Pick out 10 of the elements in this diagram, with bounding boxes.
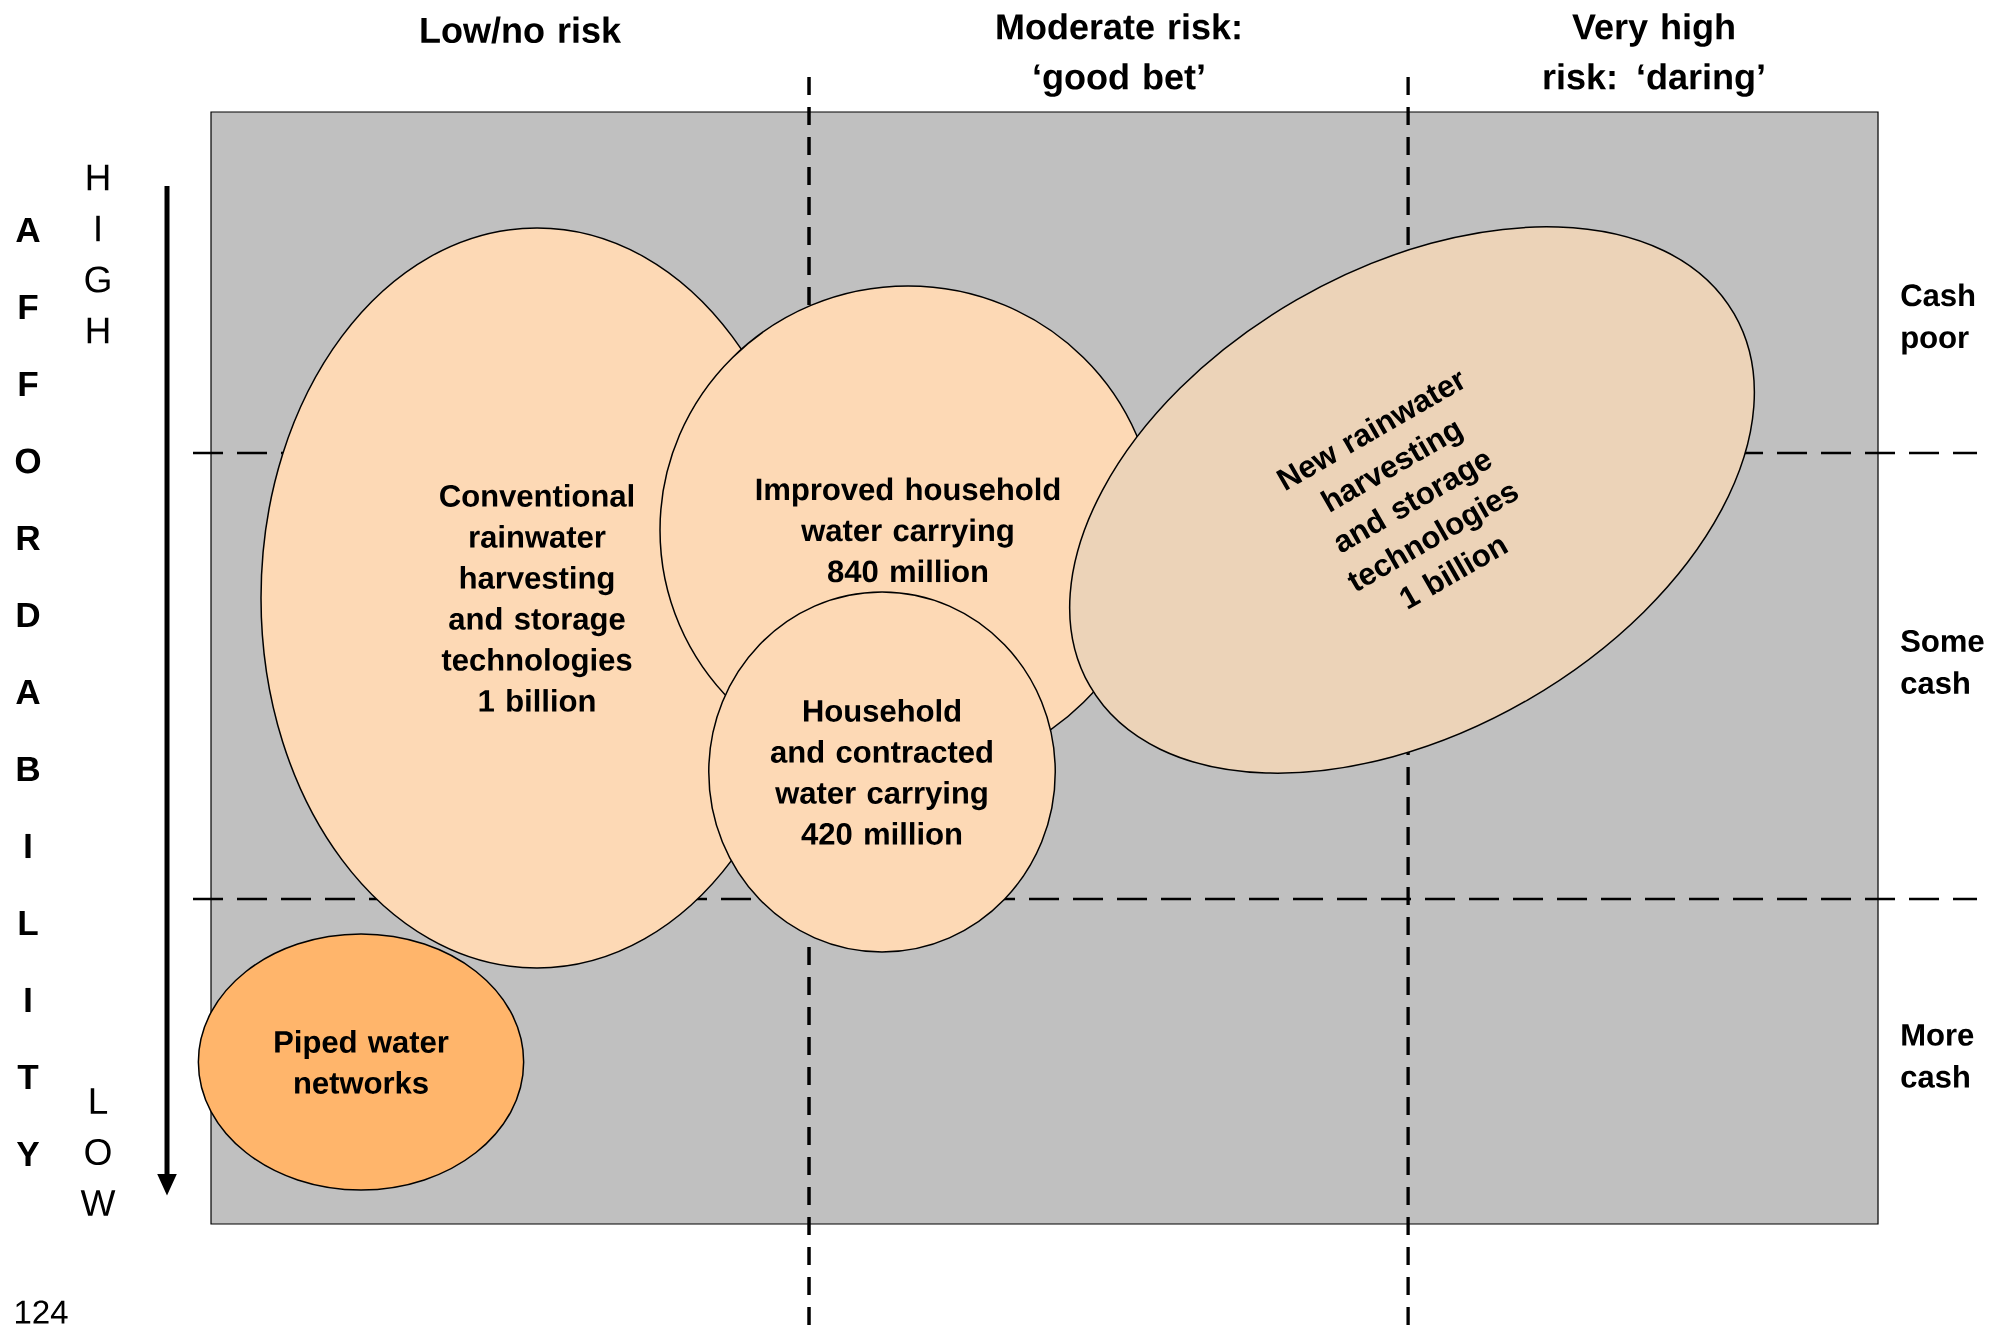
row-label: More cash <box>1901 1024 1974 1088</box>
axis-title: AFFORDABILITY <box>15 217 41 1167</box>
column-heading: Moderate risk: ‘good bet’ <box>997 13 1240 97</box>
column-heading: Very high risk: ‘daring’ <box>1544 13 1764 97</box>
row-label: Some cash <box>1901 630 1984 694</box>
column-heading: Low/no risk <box>421 16 622 44</box>
axis-end-label: HIGH <box>85 164 110 344</box>
axis-end-label: LOW <box>80 1088 116 1216</box>
page-number: 124 <box>16 1300 68 1324</box>
row-label: Cash poor <box>1901 283 1975 355</box>
